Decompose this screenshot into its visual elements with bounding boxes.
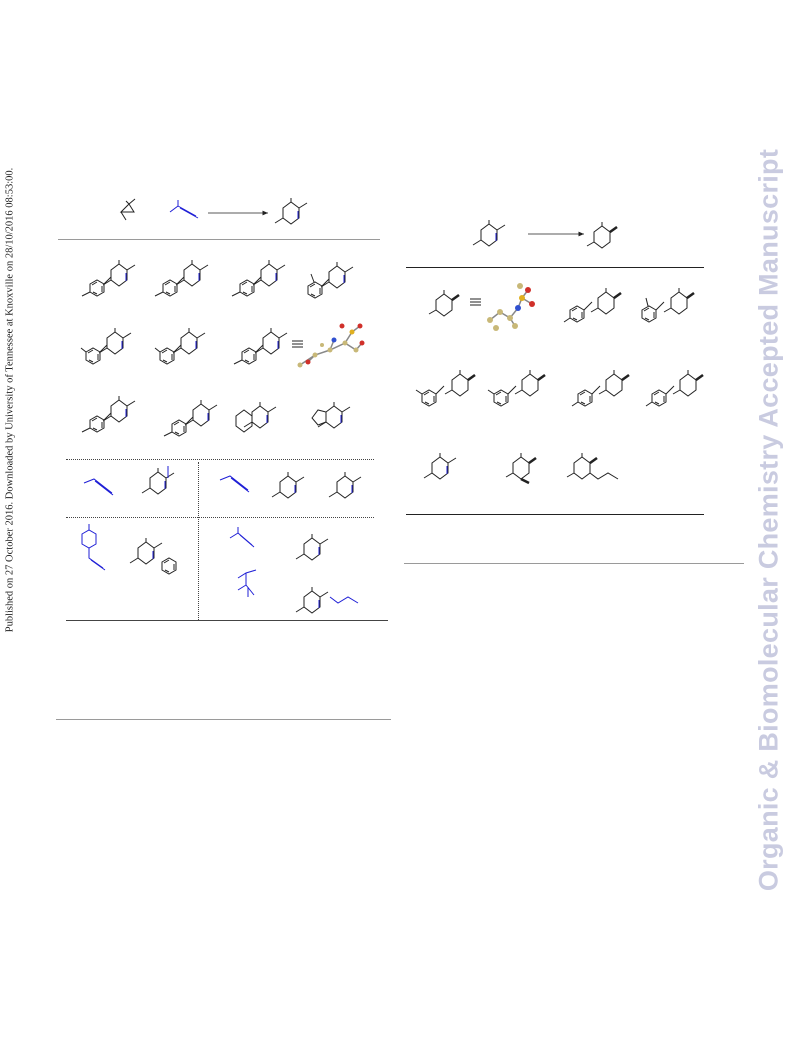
right-products-row-3 [423,451,619,485]
triple-bar-equivalence-icon [470,298,481,306]
right-scheme-reaction [472,219,619,250]
left-scheme-top-rule [58,239,380,240]
alkyne-variation-1 [83,466,362,499]
right-scheme-top-rule [406,267,704,268]
left-page-rule [56,719,391,720]
right-scheme-bottom-rule [406,514,704,515]
left-scheme-vertical-divider [198,462,199,620]
triple-bar-equivalence-icon [292,340,303,348]
right-products-row-2 [415,368,705,407]
left-scheme-mid-rule-1 [66,459,374,460]
left-scheme-reaction [119,197,308,225]
product-heterocycle [274,197,308,225]
left-scheme-mid-rule-2 [66,517,374,518]
ortep-crystal-structure-icon [297,323,365,368]
aziridine-reactant [119,198,136,221]
right-products-row-1 [427,283,696,331]
left-products-row-3 [81,395,351,437]
alkyne-variation-2 [81,524,359,614]
alkyne-reactant [169,200,199,219]
left-scheme-bottom-rule [66,620,388,621]
left-products-row-1 [81,259,354,299]
right-page-rule [404,563,744,564]
ortep-crystal-structure-icon [487,283,535,331]
left-products-row-2 [80,323,365,368]
